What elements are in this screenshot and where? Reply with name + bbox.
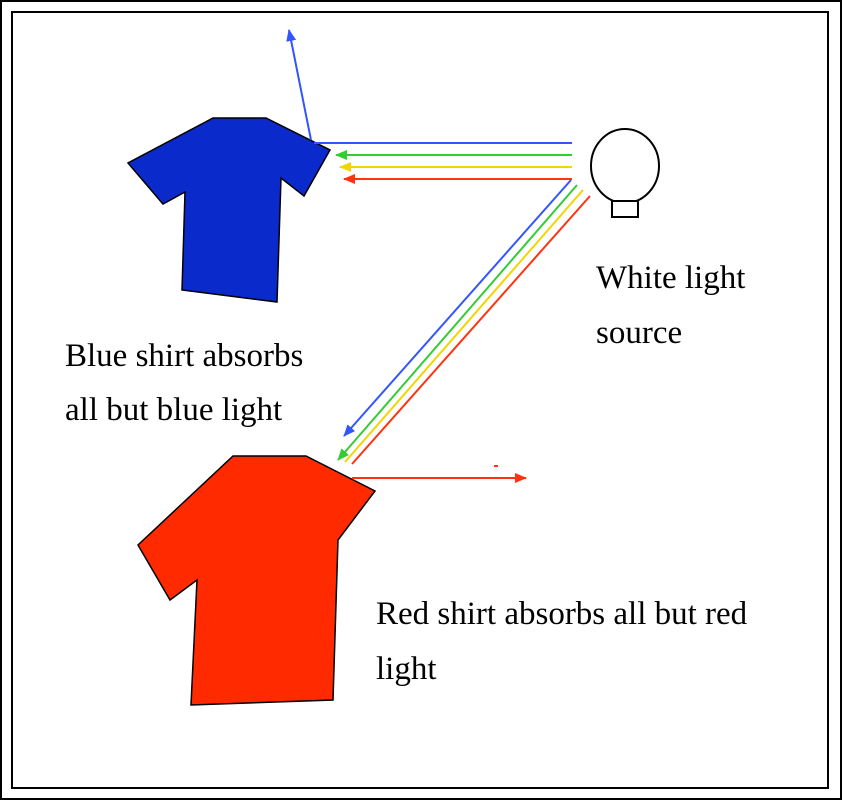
light-source-label-line1: White light [596,260,745,296]
ray-yellow-to-red-shirt [344,189,584,463]
blue-shirt-label-line1: Blue shirt absorbs [65,338,303,374]
blue-shirt [126,117,332,303]
blue-shirt-label-line2: all but blue light [65,392,282,428]
ray-blue-to-red-shirt [343,179,572,437]
red-shirt [137,455,377,706]
inner-frame [11,11,829,789]
red-shirt-label-line1: Red shirt absorbs all but red [376,596,748,632]
light-bulb-icon [590,128,660,218]
light-source-label-line2: source [596,315,682,351]
ray-red-to-red-shirt [351,195,591,465]
incident-rays-blue-shirt [314,142,572,184]
red-shirt-label-line2: light [376,651,437,687]
incident-rays-red-shirt [337,179,591,465]
reflected-blue-ray [286,29,312,141]
ray-green-to-red-shirt [337,184,578,461]
